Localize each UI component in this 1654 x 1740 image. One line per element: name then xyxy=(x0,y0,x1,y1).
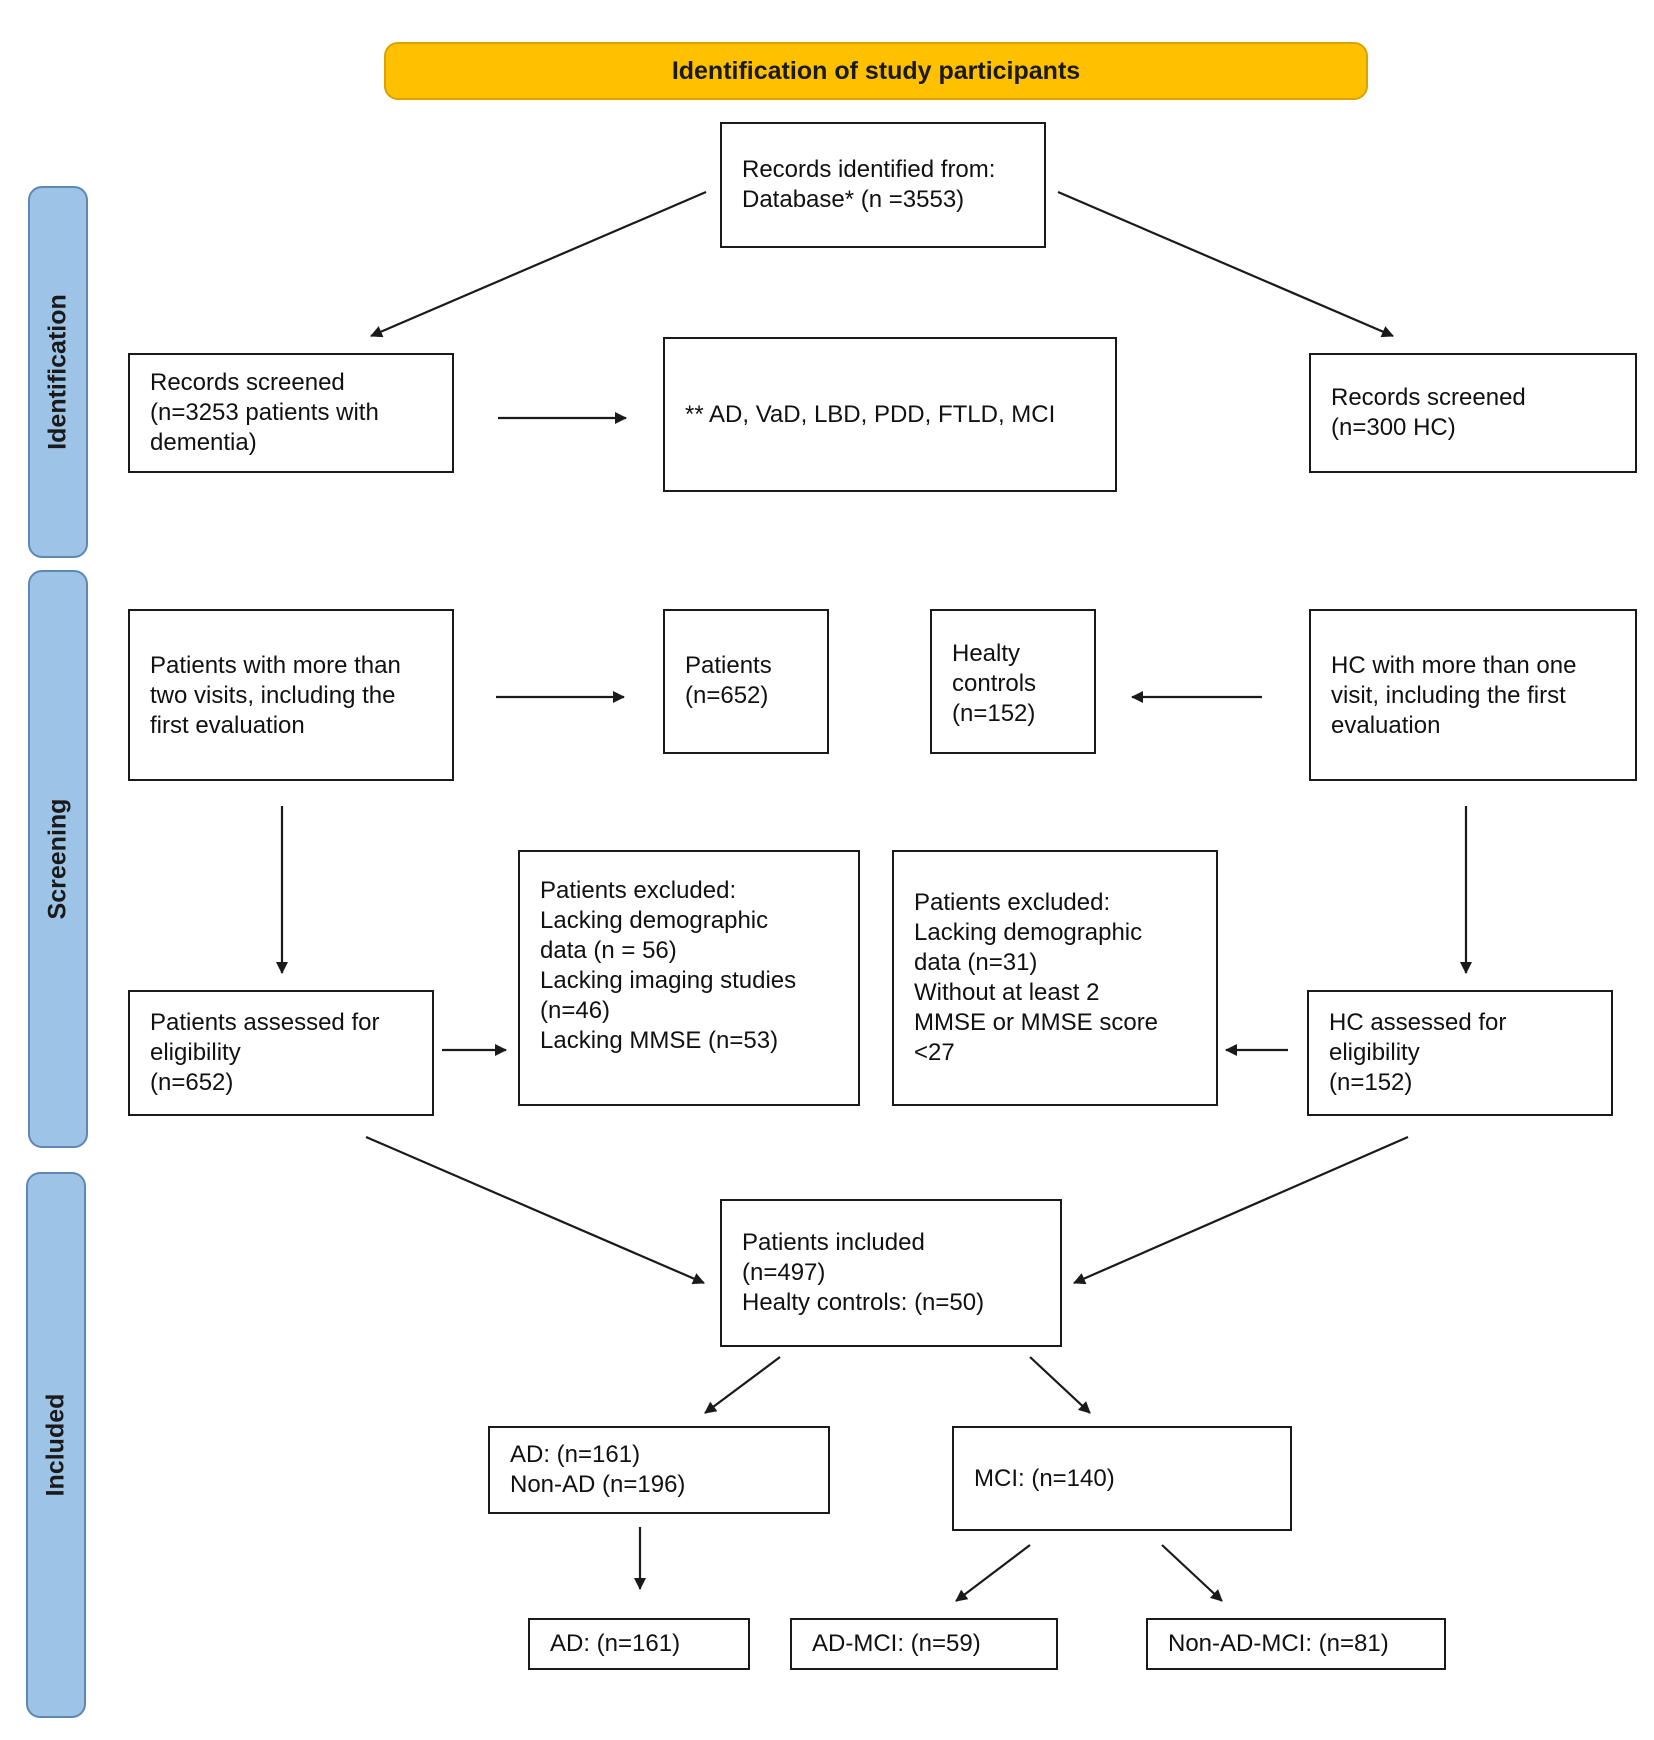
diagnoses-box: ** AD, VaD, LBD, PDD, FTLD, MCI xyxy=(663,337,1117,492)
stage-screening: Screening xyxy=(28,570,88,1148)
records-identified-box: Records identified from: Database* (n =3… xyxy=(720,122,1046,248)
stage-included-label: Included xyxy=(41,1393,70,1497)
arrow-mci-to-non-ad-mci xyxy=(1161,1544,1223,1602)
ad-mci-box: AD-MCI: (n=59) xyxy=(790,1618,1058,1670)
stage-included: Included xyxy=(26,1172,86,1718)
arrow-identified-to-hc-screened xyxy=(1057,190,1394,338)
records-screened-patients-box: Records screened (n=3253 patients with d… xyxy=(128,353,454,473)
ad-nonad-box: AD: (n=161) Non-AD (n=196) xyxy=(488,1426,830,1514)
non-ad-mci-box: Non-AD-MCI: (n=81) xyxy=(1146,1618,1446,1670)
ad-final-box: AD: (n=161) xyxy=(528,1618,750,1670)
hc-more-visits-box: HC with more than one visit, including t… xyxy=(1309,609,1637,781)
stage-screening-label: Screening xyxy=(43,798,72,920)
hc-excluded-box: Patients excluded: Lacking demographic d… xyxy=(892,850,1218,1106)
arrow-assessed-to-included xyxy=(365,1135,705,1285)
stage-identification-label: Identification xyxy=(43,294,72,450)
healthy-controls-count-box: Healty controls (n=152) xyxy=(930,609,1096,754)
hc-assessed-box: HC assessed for eligibility (n=152) xyxy=(1307,990,1613,1116)
patients-excluded-box: Patients excluded: Lacking demographic d… xyxy=(518,850,860,1106)
arrow-included-to-mci xyxy=(1029,1356,1091,1414)
records-screened-hc-box: Records screened (n=300 HC) xyxy=(1309,353,1637,473)
arrow-hc-assessed-to-included xyxy=(1073,1135,1409,1285)
stage-identification: Identification xyxy=(28,186,88,558)
patients-count-box: Patients (n=652) xyxy=(663,609,829,754)
arrow-mci-to-ad-mci xyxy=(955,1544,1031,1602)
mci-box: MCI: (n=140) xyxy=(952,1426,1292,1531)
banner-title: Identification of study participants xyxy=(384,42,1368,100)
patients-assessed-box: Patients assessed for eligibility (n=652… xyxy=(128,990,434,1116)
arrow-included-to-ad-nonad xyxy=(704,1356,781,1414)
arrow-identified-to-patients-screened xyxy=(370,190,707,338)
included-total-box: Patients included (n=497) Healty control… xyxy=(720,1199,1062,1347)
patients-more-visits-box: Patients with more than two visits, incl… xyxy=(128,609,454,781)
